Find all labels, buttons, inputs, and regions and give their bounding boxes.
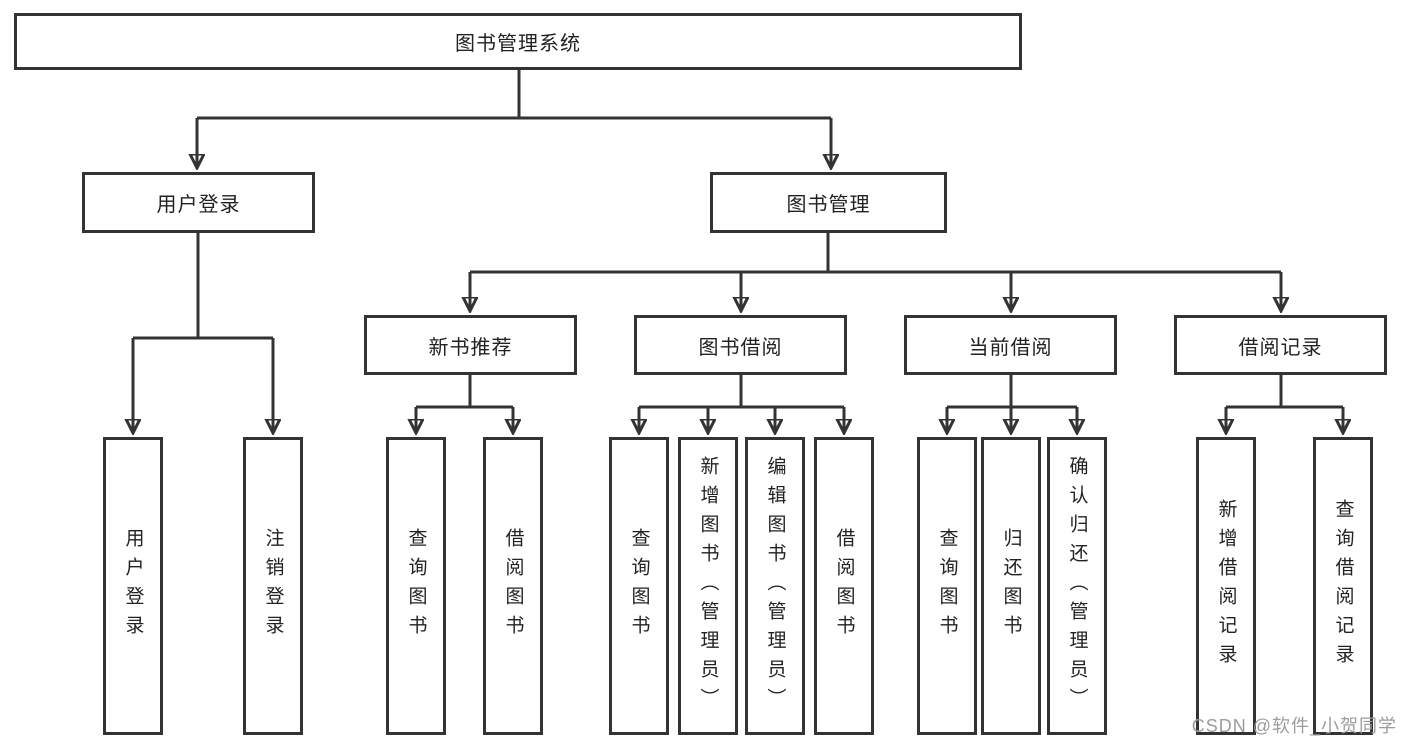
leaf-cb-confirm-return-label: 确认归还（管理员） xyxy=(1066,455,1088,717)
node-borrow-record: 借阅记录 xyxy=(1174,315,1387,375)
connector-book-borrow xyxy=(639,375,844,409)
leaf-user-login-label: 用户登录 xyxy=(122,528,144,644)
leaf-bb-borrow-book: 借阅图书 xyxy=(814,437,874,735)
leaf-bb-add-book-label: 新增图书（管理员） xyxy=(697,455,719,717)
connector-root xyxy=(197,70,831,120)
leaf-bb-edit-book: 编辑图书（管理员） xyxy=(745,437,805,735)
node-current-borrow: 当前借阅 xyxy=(904,315,1117,375)
node-root-label: 图书管理系统 xyxy=(455,33,581,55)
connector-borrow-record xyxy=(1226,375,1343,409)
node-current-borrow-label: 当前借阅 xyxy=(968,336,1053,359)
node-book-mgmt-label: 图书管理 xyxy=(786,194,871,216)
leaf-cb-query-book-label: 查询图书 xyxy=(936,528,958,644)
leaf-bb-query-book: 查询图书 xyxy=(609,437,669,735)
leaf-br-query-record-label: 查询借阅记录 xyxy=(1332,499,1354,673)
node-new-book-rec: 新书推荐 xyxy=(364,315,577,375)
leaf-cb-confirm-return: 确认归还（管理员） xyxy=(1047,437,1107,735)
leaf-br-add-record: 新增借阅记录 xyxy=(1196,437,1256,735)
leaf-bb-add-book: 新增图书（管理员） xyxy=(678,437,738,735)
leaf-logout-label: 注销登录 xyxy=(262,528,284,644)
leaf-nb-query-book-label: 查询图书 xyxy=(405,528,427,644)
node-book-borrow: 图书借阅 xyxy=(634,315,847,375)
connector-book-mgmt xyxy=(470,233,1281,274)
node-user-login-label: 用户登录 xyxy=(156,194,241,216)
node-root-system: 图书管理系统 xyxy=(14,13,1022,70)
csdn-watermark: CSDN @软件_小贺同学 xyxy=(1191,716,1397,736)
leaf-nb-borrow-book: 借阅图书 xyxy=(483,437,543,735)
leaf-bb-edit-book-label: 编辑图书（管理员） xyxy=(764,455,786,717)
leaf-nb-query-book: 查询图书 xyxy=(386,437,446,735)
leaf-cb-query-book: 查询图书 xyxy=(917,437,977,735)
leaf-br-query-record: 查询借阅记录 xyxy=(1313,437,1373,735)
leaf-cb-return-book: 归还图书 xyxy=(981,437,1041,735)
leaf-bb-query-book-label: 查询图书 xyxy=(628,528,650,644)
leaf-cb-return-book-label: 归还图书 xyxy=(1000,528,1022,644)
leaf-logout: 注销登录 xyxy=(243,437,303,735)
node-book-borrow-label: 图书借阅 xyxy=(698,336,783,359)
connector-user-login xyxy=(133,233,273,340)
node-borrow-record-label: 借阅记录 xyxy=(1238,336,1323,359)
leaf-bb-borrow-book-label: 借阅图书 xyxy=(833,528,855,644)
leaf-br-add-record-label: 新增借阅记录 xyxy=(1215,499,1237,673)
node-new-book-rec-label: 新书推荐 xyxy=(428,336,513,359)
leaf-user-login: 用户登录 xyxy=(103,437,163,735)
connector-new-book xyxy=(416,375,513,409)
node-user-login: 用户登录 xyxy=(82,172,315,233)
node-book-mgmt: 图书管理 xyxy=(710,172,947,233)
connector-current-borrow xyxy=(947,375,1077,409)
leaf-nb-borrow-book-label: 借阅图书 xyxy=(502,528,524,644)
